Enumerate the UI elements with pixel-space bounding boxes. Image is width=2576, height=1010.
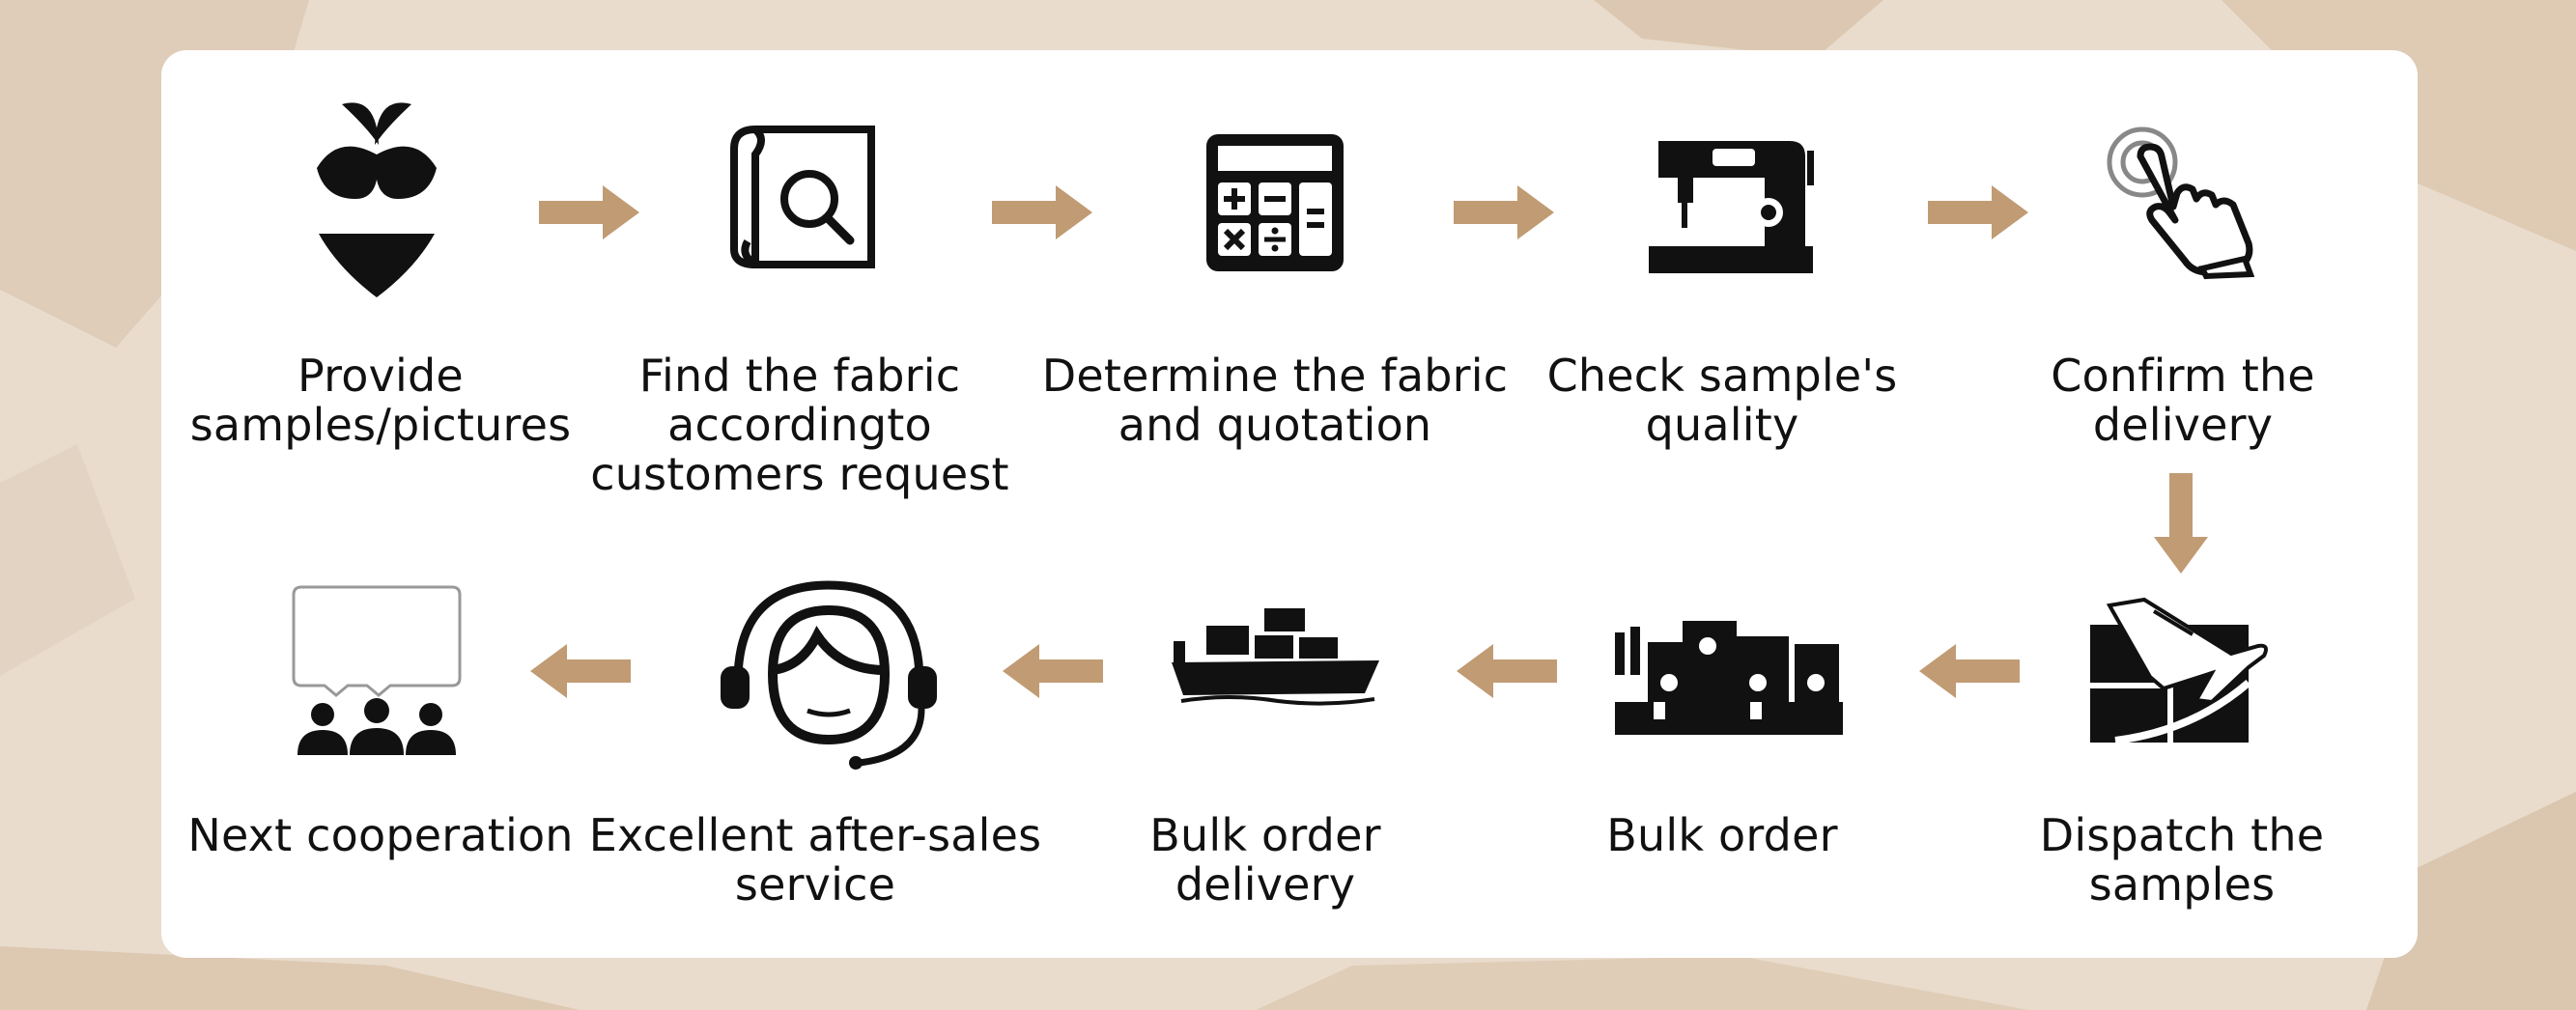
arrow-right-icon <box>1928 185 2028 239</box>
arrow-right-icon <box>539 185 639 239</box>
arrow-left-icon <box>1457 644 1557 698</box>
step-label: Next cooperation <box>187 809 574 861</box>
sewing-machine-icon <box>1645 135 1814 275</box>
step-label: Dispatch the samples <box>2039 809 2325 911</box>
blueprint-search-icon <box>726 126 876 269</box>
airplane-cargo-icon <box>2086 596 2270 745</box>
step-label: Check sample's quality <box>1546 350 1898 451</box>
step-label: Bulk order delivery <box>1149 809 1381 911</box>
calculator-icon <box>1203 130 1347 275</box>
headset-agent-icon <box>715 577 942 771</box>
step-label: Bulk order <box>1606 809 1838 861</box>
arrow-down-icon <box>2154 473 2208 574</box>
sewing-factory-icon <box>1615 621 1843 737</box>
step-label: Determine the fabric and quotation <box>1041 350 1509 451</box>
arrow-left-icon <box>1919 644 2020 698</box>
hand-click-icon <box>2104 124 2268 280</box>
arrow-left-icon <box>1003 644 1103 698</box>
step-label: Excellent after-sales service <box>588 809 1042 911</box>
group-chat-icon <box>290 585 464 755</box>
bikini-icon <box>309 98 444 301</box>
step-label: Provide samples/pictures <box>189 350 572 451</box>
arrow-right-icon <box>992 185 1092 239</box>
cargo-ship-icon <box>1172 608 1379 706</box>
arrow-left-icon <box>530 644 631 698</box>
step-label: Confirm the delivery <box>2051 350 2315 451</box>
step-label: Find the fabric accordingto customers re… <box>590 350 1009 500</box>
arrow-right-icon <box>1454 185 1554 239</box>
